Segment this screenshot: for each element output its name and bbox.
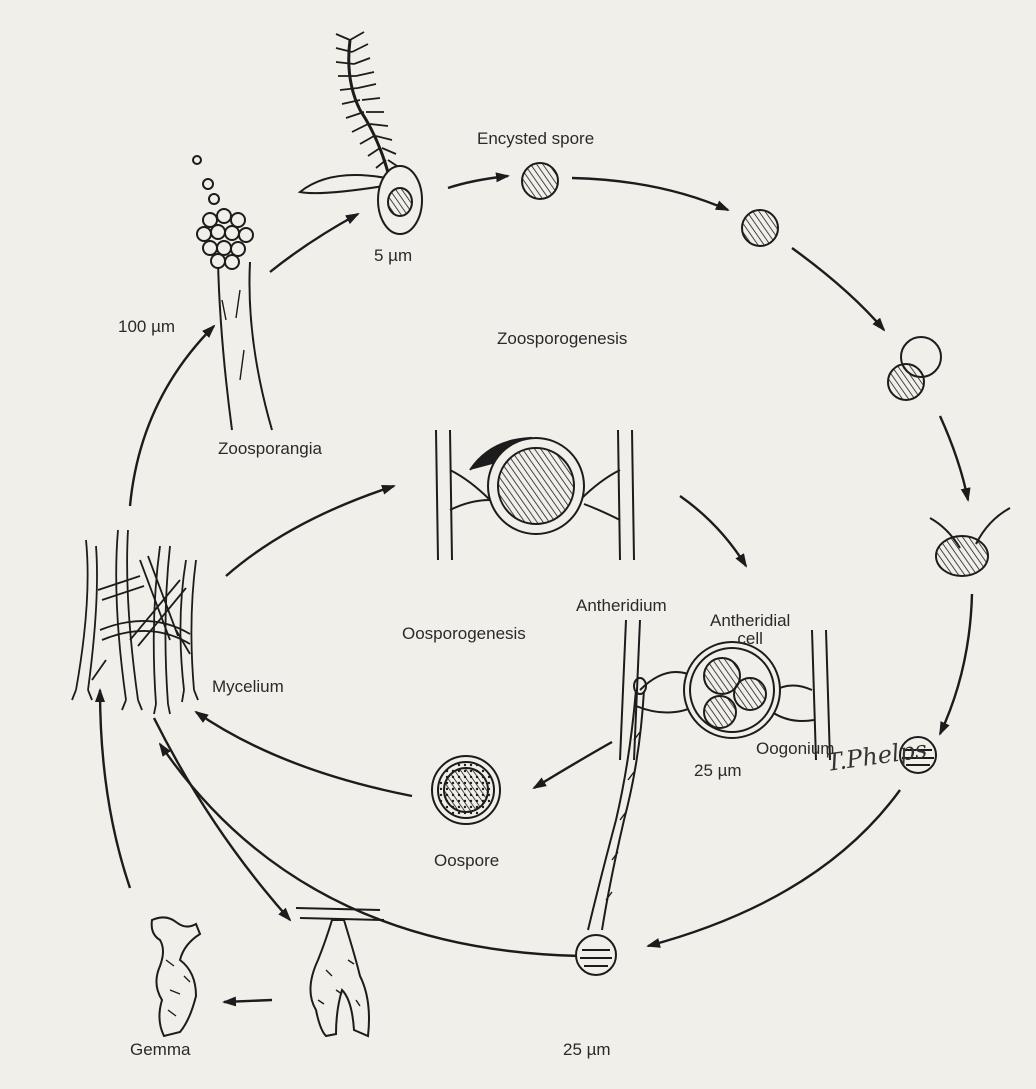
label-scale-100um: 100 µm <box>118 318 175 335</box>
zoosporangium-drawing <box>193 156 272 430</box>
zoospore-cluster <box>197 209 253 269</box>
germinating-cyst-drawing <box>888 337 941 400</box>
arrow-germ-tube-to-mycelium <box>160 744 580 956</box>
hyphal-swelling-drawing <box>296 908 384 1036</box>
arrow-fertilization-to-oospore <box>534 742 612 788</box>
arrow-germinating-to-cyst-3 <box>940 594 972 734</box>
oospore-drawing <box>432 756 500 824</box>
encysted-spore-drawing <box>522 163 558 199</box>
label-zoosporogenesis: Zoosporogenesis <box>497 330 627 347</box>
arrow-zoospore-to-encysted-spore <box>448 176 508 188</box>
arrow-oospore-to-mycelium <box>196 712 412 796</box>
label-scale-25um-oogonium: 25 µm <box>694 762 742 779</box>
arrow-encysted-to-cyst-1 <box>572 178 728 210</box>
flagellate-cyst-drawing <box>930 508 1010 576</box>
label-scale-5um: 5 µm <box>374 247 412 264</box>
label-oosporogenesis: Oosporogenesis <box>402 625 526 642</box>
mycelium-drawing <box>72 530 198 714</box>
arrow-zoosporangium-to-zoospore <box>270 214 358 272</box>
arrow-gametangia-to-fertilization <box>680 496 746 566</box>
label-oospore: Oospore <box>434 852 499 869</box>
zoospore-drawing <box>300 32 422 234</box>
arrow-mycelium-to-gametangia <box>226 486 394 576</box>
gametangia-drawing <box>436 430 634 560</box>
cycle-arrows <box>100 176 972 1002</box>
label-scale-25um-germinating: 25 µm <box>563 1041 611 1058</box>
label-mycelium: Mycelium <box>212 678 284 695</box>
label-antheridial-cell: Antheridial cell <box>710 612 790 648</box>
arrow-swelling-to-gemma <box>224 1000 272 1002</box>
label-gemma: Gemma <box>130 1041 190 1058</box>
arrow-cyst-1-to-cyst-2 <box>792 248 884 330</box>
label-zoosporangia: Zoosporangia <box>218 440 322 457</box>
label-encysted-spore: Encysted spore <box>477 130 594 147</box>
label-oogonium: Oogonium <box>756 740 834 757</box>
arrow-mycelium-to-zoosporangia <box>130 326 214 506</box>
arrow-cyst-2-to-germinating <box>940 416 968 500</box>
arrow-gemma-to-mycelium <box>100 690 130 888</box>
label-antheridium: Antheridium <box>576 597 667 614</box>
arrow-cyst-3-to-germ-tube <box>648 790 900 946</box>
gemma-drawing <box>152 917 200 1036</box>
cyst-drawing-1 <box>742 210 778 246</box>
